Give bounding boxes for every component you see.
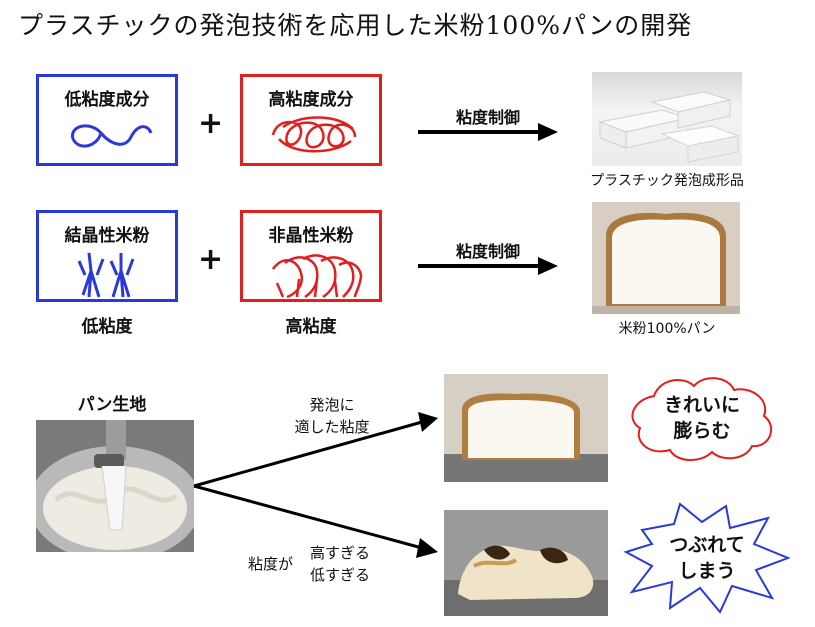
good-result-text: きれいに 膨らむ <box>624 392 780 444</box>
good-result-line2: 膨らむ <box>673 420 731 442</box>
collapsed-bread-photo <box>444 510 608 616</box>
viscosity-prefix: 粘度が <box>248 555 294 573</box>
low-viscosity-label: 低粘度成分 <box>64 90 150 110</box>
plus-sign-1: + <box>198 106 224 141</box>
high-viscosity-label: 高粘度成分 <box>268 90 354 110</box>
mixer-image <box>36 420 194 552</box>
amorphous-branch-icon <box>271 254 363 299</box>
low-viscosity-sublabel: 低粘度 <box>81 317 133 337</box>
crystalline-rice-flour-box: 結晶性米粉 <box>36 210 178 302</box>
bread-dough-mixer-photo <box>36 420 194 552</box>
viscosity-too-low: 低すぎる <box>310 566 371 584</box>
crystalline-rice-flour-label: 結晶性米粉 <box>64 226 150 246</box>
good-bread-photo <box>444 374 608 482</box>
viscosity-too-high: 高すぎる <box>310 544 371 562</box>
bad-result-text: つぶれて しまう <box>622 532 792 584</box>
row1-arrow <box>418 123 558 141</box>
burst-shape <box>623 502 791 614</box>
rice-bread-caption: 米粉100%パン <box>618 321 716 337</box>
high-viscosity-box: 高粘度成分 <box>240 74 382 166</box>
amorphous-rice-flour-box: 非晶性米粉 <box>240 210 382 302</box>
bad-result-burst-bubble: つぶれて しまう <box>622 500 792 616</box>
good-result-cloud-bubble: きれいに 膨らむ <box>624 372 780 464</box>
branch-arrows <box>193 412 438 558</box>
plus-sign-2: + <box>198 242 224 277</box>
bad-result-line1: つぶれて <box>669 534 745 556</box>
well-risen-bread-image <box>444 374 608 482</box>
viscosity-extremes-note: 高すぎる 低すぎる <box>310 542 370 586</box>
low-viscosity-box: 低粘度成分 <box>36 74 178 166</box>
bad-result-line2: しまう <box>678 560 736 582</box>
low-viscosity-strand-icon <box>71 124 153 148</box>
foam-product-photo <box>592 72 742 166</box>
crystalline-branch-icon <box>77 252 135 298</box>
bread-slice-image <box>592 202 740 314</box>
suitable-viscosity-note: 発泡に 適した粘度 <box>272 394 392 438</box>
suitable-viscosity-line2: 適した粘度 <box>294 418 370 436</box>
high-viscosity-sublabel: 高粘度 <box>285 317 337 337</box>
row2-arrow-label: 粘度制御 <box>455 242 520 261</box>
suitable-viscosity-line1: 発泡に <box>309 396 355 414</box>
good-result-line1: きれいに <box>663 394 740 416</box>
row1-arrow-label: 粘度制御 <box>455 108 520 127</box>
amorphous-rice-flour-label: 非晶性米粉 <box>268 226 354 246</box>
page-title: プラスチックの発泡技術を応用した米粉100%パンの開発 <box>18 11 693 40</box>
row2-arrow <box>418 257 558 275</box>
foam-product-caption: プラスチック発泡成形品 <box>590 173 744 189</box>
collapsed-bread-image <box>444 510 608 616</box>
cloud-shape <box>631 377 773 461</box>
foam-trays-image <box>598 91 740 163</box>
high-viscosity-tangle-icon <box>271 116 357 153</box>
dough-label: パン生地 <box>77 395 147 415</box>
rice-bread-photo <box>592 202 740 314</box>
